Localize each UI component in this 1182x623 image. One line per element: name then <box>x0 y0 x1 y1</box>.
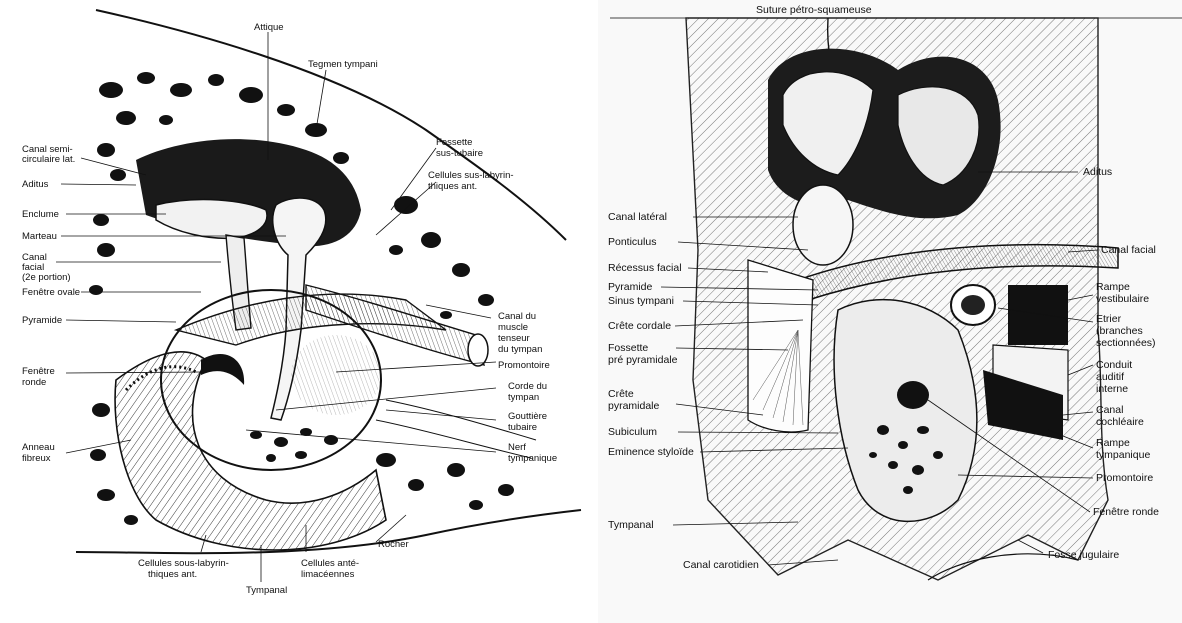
label-fenetre-ovale: Fenêtre ovale <box>22 287 80 298</box>
label-cellules-sous-2: thiques ant. <box>148 569 197 580</box>
label-canal-muscle-4: du tympan <box>498 344 542 355</box>
label-canal-muscle-3: tenseur <box>498 333 530 344</box>
right-anatomy-panel: Suture pétro-squameuse Aditus Canal laté… <box>598 0 1182 623</box>
label-marteau: Marteau <box>22 231 57 242</box>
label-enclume: Enclume <box>22 209 59 220</box>
label-corde-2: tympan <box>508 392 539 403</box>
label-aditus: Aditus <box>22 179 49 190</box>
label-gouttiere-1: Gouttière <box>508 411 547 422</box>
label-fossette-2: pré pyramidale <box>608 354 678 366</box>
label-tympanal: Tympanal <box>608 519 654 531</box>
label-cellules-sous-1: Cellules sous-labyrin- <box>138 558 229 569</box>
label-canal-coch-2: cochléaire <box>1096 416 1144 428</box>
label-corde-1: Corde du <box>508 381 547 392</box>
label-tegmen: Tegmen tympani <box>308 59 378 70</box>
label-cellules-ante-1: Cellules anté- <box>301 558 359 569</box>
label-fosse-jugulaire: Fosse jugulaire <box>1048 549 1119 561</box>
label-canal-coch-1: Canal <box>1096 404 1123 416</box>
label-etrier-3: sectionnées) <box>1096 337 1156 349</box>
tensor-canal-opening <box>468 334 488 366</box>
label-etrier-2: (branches <box>1096 325 1143 337</box>
stapes-crura <box>961 295 985 315</box>
label-cellules-ante-2: limacéennes <box>301 569 355 580</box>
label-crete-pyr-1: Crête <box>608 388 634 400</box>
label-promontoire: Promontoire <box>1096 472 1153 484</box>
label-crete-cordale: Crête cordale <box>608 320 671 332</box>
label-nerf-2: tympanique <box>508 453 557 464</box>
label-canal-semi-2: circulaire lat. <box>22 154 75 165</box>
label-rampe-tymp-1: Rampe <box>1096 437 1130 449</box>
label-rampe-vest-2: vestibulaire <box>1096 293 1149 305</box>
label-canal-lateral: Canal latéral <box>608 211 667 223</box>
label-rampe-tymp-2: tympanique <box>1096 449 1150 461</box>
label-nerf-1: Nerf <box>508 442 526 453</box>
label-canal-muscle-1: Canal du <box>498 311 536 322</box>
label-ponticulus: Ponticulus <box>608 236 656 248</box>
label-canal-facial: Canal facial <box>1101 244 1156 256</box>
label-promontoire: Promontoire <box>498 360 550 371</box>
label-rocher: Rocher <box>378 539 409 550</box>
label-fossette-2: sus-tubaire <box>436 148 483 159</box>
label-crete-pyr-2: pyramidale <box>608 400 660 412</box>
label-eminence: Eminence styloïde <box>608 446 694 458</box>
incus <box>156 200 267 239</box>
round-window <box>201 354 244 385</box>
label-recessus: Récessus facial <box>608 262 682 274</box>
tympanic-cavity-medial-wall-illustration: Suture pétro-squameuse Aditus Canal laté… <box>598 0 1182 623</box>
label-canal-facial-3: (2e portion) <box>22 272 71 283</box>
label-conduit-3: interne <box>1096 383 1128 395</box>
round-window-niche <box>897 381 929 409</box>
label-fenetre-ronde-2: ronde <box>22 377 46 388</box>
label-cellules-sus-1: Cellules sus-labyrin- <box>428 170 514 181</box>
label-pyramide: Pyramide <box>608 281 653 293</box>
label-attique: Attique <box>254 22 284 33</box>
label-fossette-1: Fossette <box>436 137 472 148</box>
label-pyramide: Pyramide <box>22 315 62 326</box>
label-gouttiere-2: tubaire <box>508 422 537 433</box>
label-cellules-sus-2: thiques ant. <box>428 181 477 192</box>
left-anatomy-panel: Attique Tegmen tympani Canal semi- circu… <box>6 0 584 610</box>
label-fenetre-ronde: Fenêtre ronde <box>1093 506 1159 518</box>
label-canal-carotidien: Canal carotidien <box>683 559 759 571</box>
label-anneau-2: fibreux <box>22 453 51 464</box>
label-etrier-1: Etrier <box>1096 313 1122 325</box>
label-anneau-1: Anneau <box>22 442 55 453</box>
label-sinus: Sinus tympani <box>608 295 674 307</box>
scala-vestibuli <box>1008 285 1068 345</box>
label-canal-muscle-2: muscle <box>498 322 528 333</box>
label-rampe-vest-1: Rampe <box>1096 281 1130 293</box>
label-aditus: Aditus <box>1083 166 1112 178</box>
label-fenetre-ronde-1: Fenêtre <box>22 366 55 377</box>
label-conduit-1: Conduit <box>1096 359 1132 371</box>
middle-ear-lateral-illustration: Attique Tegmen tympani Canal semi- circu… <box>6 0 584 610</box>
lateral-canal <box>793 185 853 265</box>
promontory-shading <box>291 335 381 415</box>
pyramidal-eminence <box>748 260 813 432</box>
label-suture: Suture pétro-squameuse <box>756 4 872 16</box>
label-conduit-2: auditif <box>1096 371 1124 383</box>
label-tympanal: Tympanal <box>246 585 287 596</box>
label-fossette-1: Fossette <box>608 342 648 354</box>
label-subiculum: Subiculum <box>608 426 657 438</box>
